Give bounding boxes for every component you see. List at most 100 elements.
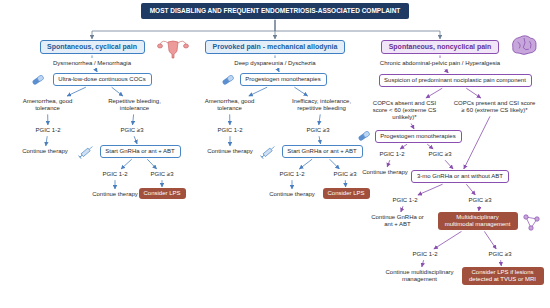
node-text: Ultra-low-dose continuous COCs (58, 76, 147, 83)
flow-arrow (319, 114, 320, 125)
node-text: Multidisciplinary multimodal management (442, 214, 514, 228)
flow-arrow (418, 184, 443, 195)
treatment-box: Ultra-low-dose continuous COCs (53, 73, 152, 86)
flow-step: COPCs present and CSI score ≥ 60 (extrem… (450, 99, 540, 115)
node-text: Continue therapy (362, 169, 409, 176)
flow-arrow (67, 87, 86, 96)
node-text: PGIC 1-2 (392, 197, 419, 204)
brain-icon-part (518, 38, 531, 50)
pill-icon (32, 75, 45, 86)
node-text: PGIC ≥3 (120, 127, 144, 134)
node-text: Provoked pain - mechanical allodynia (212, 43, 338, 51)
brain-icon (513, 36, 537, 55)
node-text: 3-mo GnRHa or ant without ABT (416, 173, 504, 180)
flow-arrow (229, 114, 230, 125)
network-icon (524, 215, 539, 230)
flow-step: PGIC 1-2 (277, 170, 308, 179)
flow-arrow (115, 180, 116, 189)
node-text: PGIC ≥3 (488, 251, 512, 258)
uterus-icon (158, 41, 189, 58)
node-text: Repetitive bleeding, intolerance (98, 98, 172, 112)
flow-arrow (230, 136, 231, 146)
pill-icon-part (32, 75, 45, 86)
treatment-box: Start GnRHa or ant + ABT (100, 145, 181, 158)
node-text: Spontaneous, cyclical pain (47, 43, 138, 51)
syringe-icon-part (263, 148, 272, 157)
flow-arrow (319, 136, 320, 144)
node-text: COPCs absent and CSI score < 60 (extreme… (367, 100, 443, 122)
uterus-icon-part (168, 41, 178, 58)
flow-step: PGIC ≥3 (118, 126, 146, 135)
flow-step: Continue therapy (267, 190, 318, 199)
outcome-box: Consider LPS (139, 188, 186, 199)
node-text: Dysmenorrhea / Menorrhagia (52, 60, 132, 67)
syringe-icon-part (262, 155, 264, 157)
flow-arrow (422, 260, 424, 267)
node-text: Continue therapy (207, 148, 254, 155)
network-icon-part (529, 226, 533, 230)
outcome-box: Consider LPS if lesions detected at TVUS… (462, 267, 544, 285)
flow-arrow (484, 231, 496, 249)
flow-step: PGIC ≥3 (486, 250, 514, 259)
flow-arrow (134, 136, 137, 144)
flow-step: PGIC 1-2 (390, 196, 421, 205)
flow-step: PGIC 1-2 (410, 250, 441, 259)
flow-arrow (133, 114, 134, 125)
treatment-box: Progestogen monotherapies (375, 130, 462, 143)
node-text: Progestogen monotherapies (245, 76, 322, 83)
pill-icon-part (37, 75, 45, 83)
node-text: Consider LPS (327, 190, 366, 197)
node-text: MOST DISABLING AND FREQUENT ENDOMETRIOSI… (149, 7, 401, 15)
node-text: Chronic abdominal-pelvic pain / Hyperalg… (379, 60, 501, 67)
flow-arrow (147, 159, 156, 169)
treatment-box: Suspicion of predominant nociplastic pai… (379, 74, 532, 87)
flow-step: Continue therapy (90, 190, 141, 199)
flow-arrow (427, 144, 433, 149)
flow-step: Inefficacy, intolerance, repetitive blee… (281, 97, 363, 113)
flow-step: PGIC ≥3 (304, 126, 332, 135)
node-text: PGIC ≥3 (306, 127, 330, 134)
node-text: Inefficacy, intolerance, repetitive blee… (283, 98, 361, 112)
flow-arrow (440, 55, 441, 58)
outcome-box: Multidisciplinary multimodal management (438, 212, 518, 230)
flow-arrow (112, 87, 123, 96)
flow-step: Continue GnRHa or ant + ABT (367, 213, 429, 229)
pill-icon (222, 75, 235, 86)
flow-arrow (95, 69, 97, 72)
treatment-box: Progestogen monotherapies (240, 73, 327, 86)
flow-arrow (278, 69, 279, 72)
flow-arrow (92, 55, 93, 58)
uterus-icon-part (160, 41, 168, 44)
syringe-icon-part (261, 156, 264, 159)
category-box: Spontaneous, noncyclical pain (381, 40, 499, 54)
flow-step: PGIC 1-2 (377, 150, 408, 159)
node-text: COPCs present and CSI score ≥ 60 (extrem… (452, 100, 538, 114)
flow-step: PGIC ≥3 (148, 170, 176, 179)
node-text: PGIC 1-2 (379, 151, 406, 158)
flow-arrow (445, 69, 448, 73)
network-icon-part (535, 217, 539, 221)
node-text: PGIC 1-2 (412, 251, 439, 258)
flow-arrow (466, 184, 475, 195)
flow-arrow (426, 88, 442, 98)
symptom-label: Chronic abdominal-pelvic pain / Hyperalg… (377, 59, 503, 68)
node-text: PGIC 1-2 (217, 127, 244, 134)
flow-arrow (411, 124, 414, 129)
flow-arrow (400, 144, 407, 149)
flow-arrow (478, 206, 480, 211)
flow-step: Continue therapy (360, 168, 411, 177)
node-text: Amenorrhea, good tolerance (14, 98, 82, 112)
network-icon-part (524, 215, 528, 219)
flow-arrow (500, 260, 502, 266)
brain-icon-part (513, 36, 537, 55)
syringe-icon (261, 145, 276, 159)
flow-step: PGIC 1-2 (33, 126, 64, 135)
pill-icon (358, 131, 371, 142)
node-text: Spontaneous, noncyclical pain (388, 43, 492, 51)
flow-arrow (445, 160, 453, 169)
category-box: Spontaneous, cyclical pain (40, 40, 145, 54)
flow-step: PGIC ≥3 (466, 196, 494, 205)
uterus-icon-part (184, 44, 189, 48)
node-text: PGIC 1-2 (102, 171, 129, 178)
